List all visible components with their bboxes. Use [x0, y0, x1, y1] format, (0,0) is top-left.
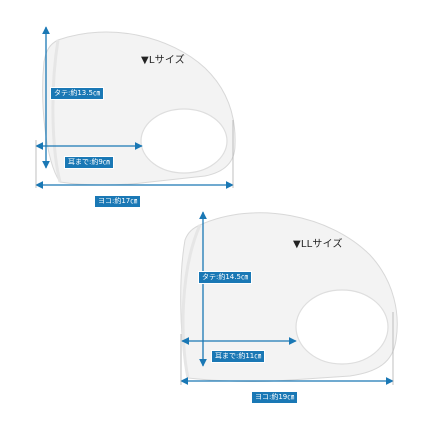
mask-l-title: ▼Lサイズ	[141, 55, 185, 66]
mask-l-height-label: タテ:約13.5㎝	[50, 87, 104, 100]
mask-ll-height-label: タテ:約14.5㎝	[198, 271, 252, 284]
mask-l-width-label: ヨコ:約17㎝	[94, 195, 142, 208]
mask-ll-width-label: ヨコ:約19㎝	[251, 391, 299, 404]
mask-ll-arrows	[180, 211, 394, 385]
mask-ll-ear-label: 耳まで:約11㎝	[211, 350, 266, 363]
mask-ll-ear-hole	[295, 289, 389, 365]
mask-l-ear-hole	[140, 108, 228, 174]
mask-ll-title: ▼LLサイズ	[293, 239, 343, 250]
mask-l-ear-label: 耳まで:約9㎝	[64, 156, 114, 169]
mask-l-arrows	[35, 26, 234, 189]
